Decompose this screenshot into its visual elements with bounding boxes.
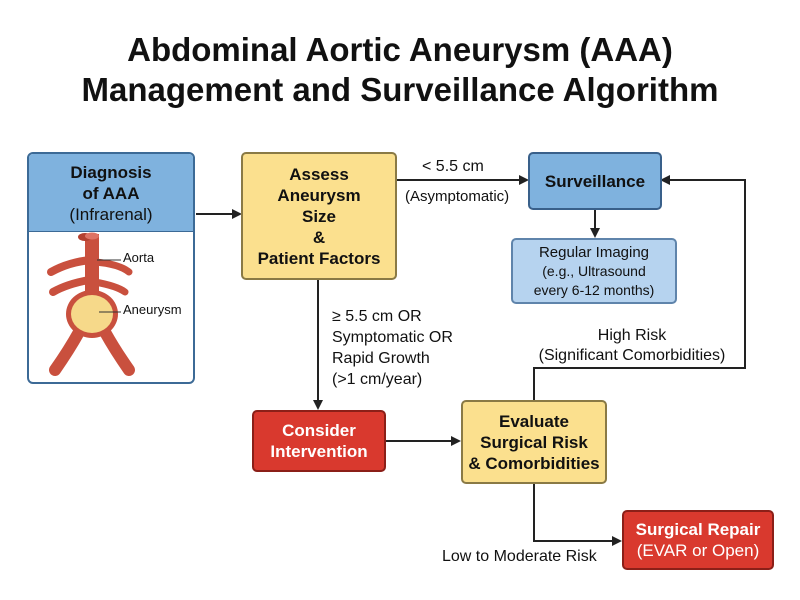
surveillance-node: Surveillance (528, 152, 662, 210)
aneurysm-label: Aneurysm (123, 302, 182, 317)
edge-large-line-1: ≥ 5.5 cm OR (332, 308, 422, 325)
edge-low-risk-label: Low to Moderate Risk (442, 548, 597, 565)
arrow-evaluate-to-repair (533, 484, 622, 546)
edge-large-line-2: Symptomatic OR (332, 329, 453, 346)
edge-small-line-2: (Asymptomatic) (405, 188, 510, 205)
assess-line-3: Size (301, 206, 337, 226)
arrow-evaluate-to-surveillance (533, 175, 746, 400)
repair-node: Surgical Repair (EVAR or Open) (622, 510, 774, 570)
diagram-title: Abdominal Aortic Aneurysm (AAA) Manageme… (0, 30, 800, 110)
aorta-label: Aorta (123, 250, 155, 265)
evaluate-line-3: & Comorbidities (468, 453, 600, 473)
title-line-1: Abdominal Aortic Aneurysm (AAA) (127, 31, 673, 68)
edge-high-risk-line-2: (Significant Comorbidities) (538, 347, 726, 364)
intervention-line-1: Consider (282, 421, 356, 440)
assess-node: Assess Aneurysm Size & Patient Factors (241, 152, 397, 280)
imaging-node: Regular Imaging (e.g., Ultrasound every … (511, 238, 677, 304)
edge-large-line-4: (>1 cm/year) (332, 371, 423, 388)
assess-line-2: Aneurysm (277, 185, 361, 205)
edge-small-line-1: < 5.5 cm (422, 158, 484, 175)
edge-large-label: ≥ 5.5 cm OR Symptomatic OR Rapid Growth … (332, 306, 453, 390)
evaluate-line-2: Surgical Risk (480, 432, 588, 452)
edge-high-risk-line-1: High Risk (597, 327, 667, 344)
surveillance-label: Surveillance (544, 171, 646, 191)
evaluate-node: Evaluate Surgical Risk & Comorbidities (461, 400, 607, 484)
intervention-line-2: Intervention (270, 442, 368, 461)
diagnosis-subtitle: (Infrarenal) (69, 205, 153, 224)
assess-line-5: Patient Factors (257, 248, 381, 268)
repair-line-2: (EVAR or Open) (636, 541, 760, 560)
evaluate-line-1: Evaluate (499, 411, 569, 431)
diagnosis-panel: Diagnosis of AAA (Infrarenal) Aorta Aneu… (27, 152, 195, 384)
diagnosis-title-1: Diagnosis (70, 163, 152, 182)
diagnosis-title-2: of AAA (82, 184, 140, 203)
aorta-icon (47, 232, 135, 376)
diagnosis-header: Diagnosis of AAA (Infrarenal) (29, 154, 193, 232)
assess-line-1: Assess (289, 164, 349, 184)
title-line-2: Management and Surveillance Algorithm (81, 71, 719, 108)
repair-line-1: Surgical Repair (635, 520, 761, 539)
imaging-line-3: every 6-12 months) (533, 281, 655, 298)
intervention-node: Consider Intervention (252, 410, 386, 472)
edge-high-risk-label: High Risk (Significant Comorbidities) (525, 326, 739, 366)
imaging-line-1: Regular Imaging (538, 243, 650, 261)
edge-large-line-3: Rapid Growth (332, 350, 430, 367)
assess-line-4: & (312, 227, 326, 247)
imaging-line-2: (e.g., Ultrasound (542, 262, 646, 279)
aorta-illustration: Aorta Aneurysm (29, 232, 193, 382)
